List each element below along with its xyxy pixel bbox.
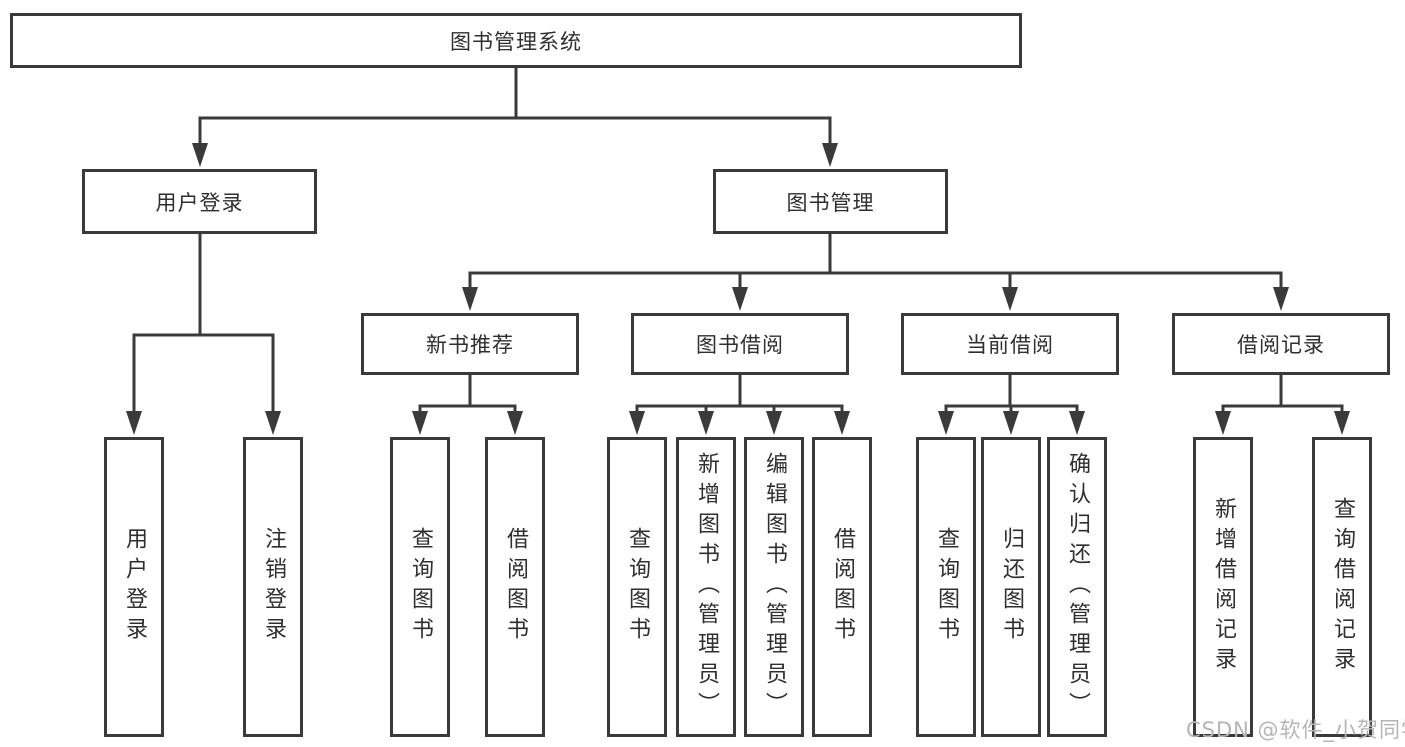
arrow-down-icon	[629, 411, 645, 435]
arrow-down-icon	[1069, 411, 1085, 435]
arrow-down-icon	[412, 411, 428, 435]
leaf-add-book-admin: 新增图书（管理员）	[676, 437, 736, 737]
node-user-login: 用户登录	[82, 169, 317, 234]
arrow-down-icon	[1334, 411, 1350, 435]
arrow-down-icon	[1002, 287, 1018, 311]
arrow-down-icon	[822, 143, 838, 167]
node-root: 图书管理系统	[10, 13, 1022, 68]
leaf-edit-book-admin: 编辑图书（管理员）	[744, 437, 804, 737]
csdn-watermark: CSDN @软件_小贺同学	[1186, 718, 1405, 742]
leaf-borrow-book-2: 借阅图书	[812, 437, 872, 737]
arrow-down-icon	[1215, 411, 1231, 435]
node-book-management: 图书管理	[713, 169, 948, 234]
arrow-down-icon	[1273, 287, 1289, 311]
node-borrow-records: 借阅记录	[1172, 313, 1390, 375]
arrow-down-icon	[462, 287, 478, 311]
arrow-down-icon	[698, 411, 714, 435]
arrow-down-icon	[938, 411, 954, 435]
arrow-down-icon	[1003, 411, 1019, 435]
arrow-down-icon	[192, 143, 208, 167]
arrow-down-icon	[126, 411, 142, 435]
node-new-book-recommend: 新书推荐	[361, 313, 579, 375]
leaf-borrow-book-1: 借阅图书	[485, 437, 545, 737]
node-current-borrow: 当前借阅	[901, 313, 1119, 375]
leaf-query-book-1: 查询图书	[390, 437, 450, 737]
leaf-return-book: 归还图书	[981, 437, 1041, 737]
arrow-down-icon	[834, 411, 850, 435]
leaf-add-borrow-record: 新增借阅记录	[1193, 437, 1253, 737]
leaf-query-book-3: 查询图书	[916, 437, 976, 737]
arrow-down-icon	[265, 411, 281, 435]
node-book-borrow: 图书借阅	[631, 313, 849, 375]
arrow-down-icon	[507, 411, 523, 435]
arrow-down-icon	[732, 287, 748, 311]
leaf-user-login: 用户登录	[104, 437, 164, 737]
arrow-down-icon	[766, 411, 782, 435]
leaf-query-book-2: 查询图书	[607, 437, 667, 737]
leaf-confirm-return-admin: 确认归还（管理员）	[1047, 437, 1107, 737]
leaf-logout: 注销登录	[243, 437, 303, 737]
leaf-query-borrow-record: 查询借阅记录	[1312, 437, 1372, 737]
